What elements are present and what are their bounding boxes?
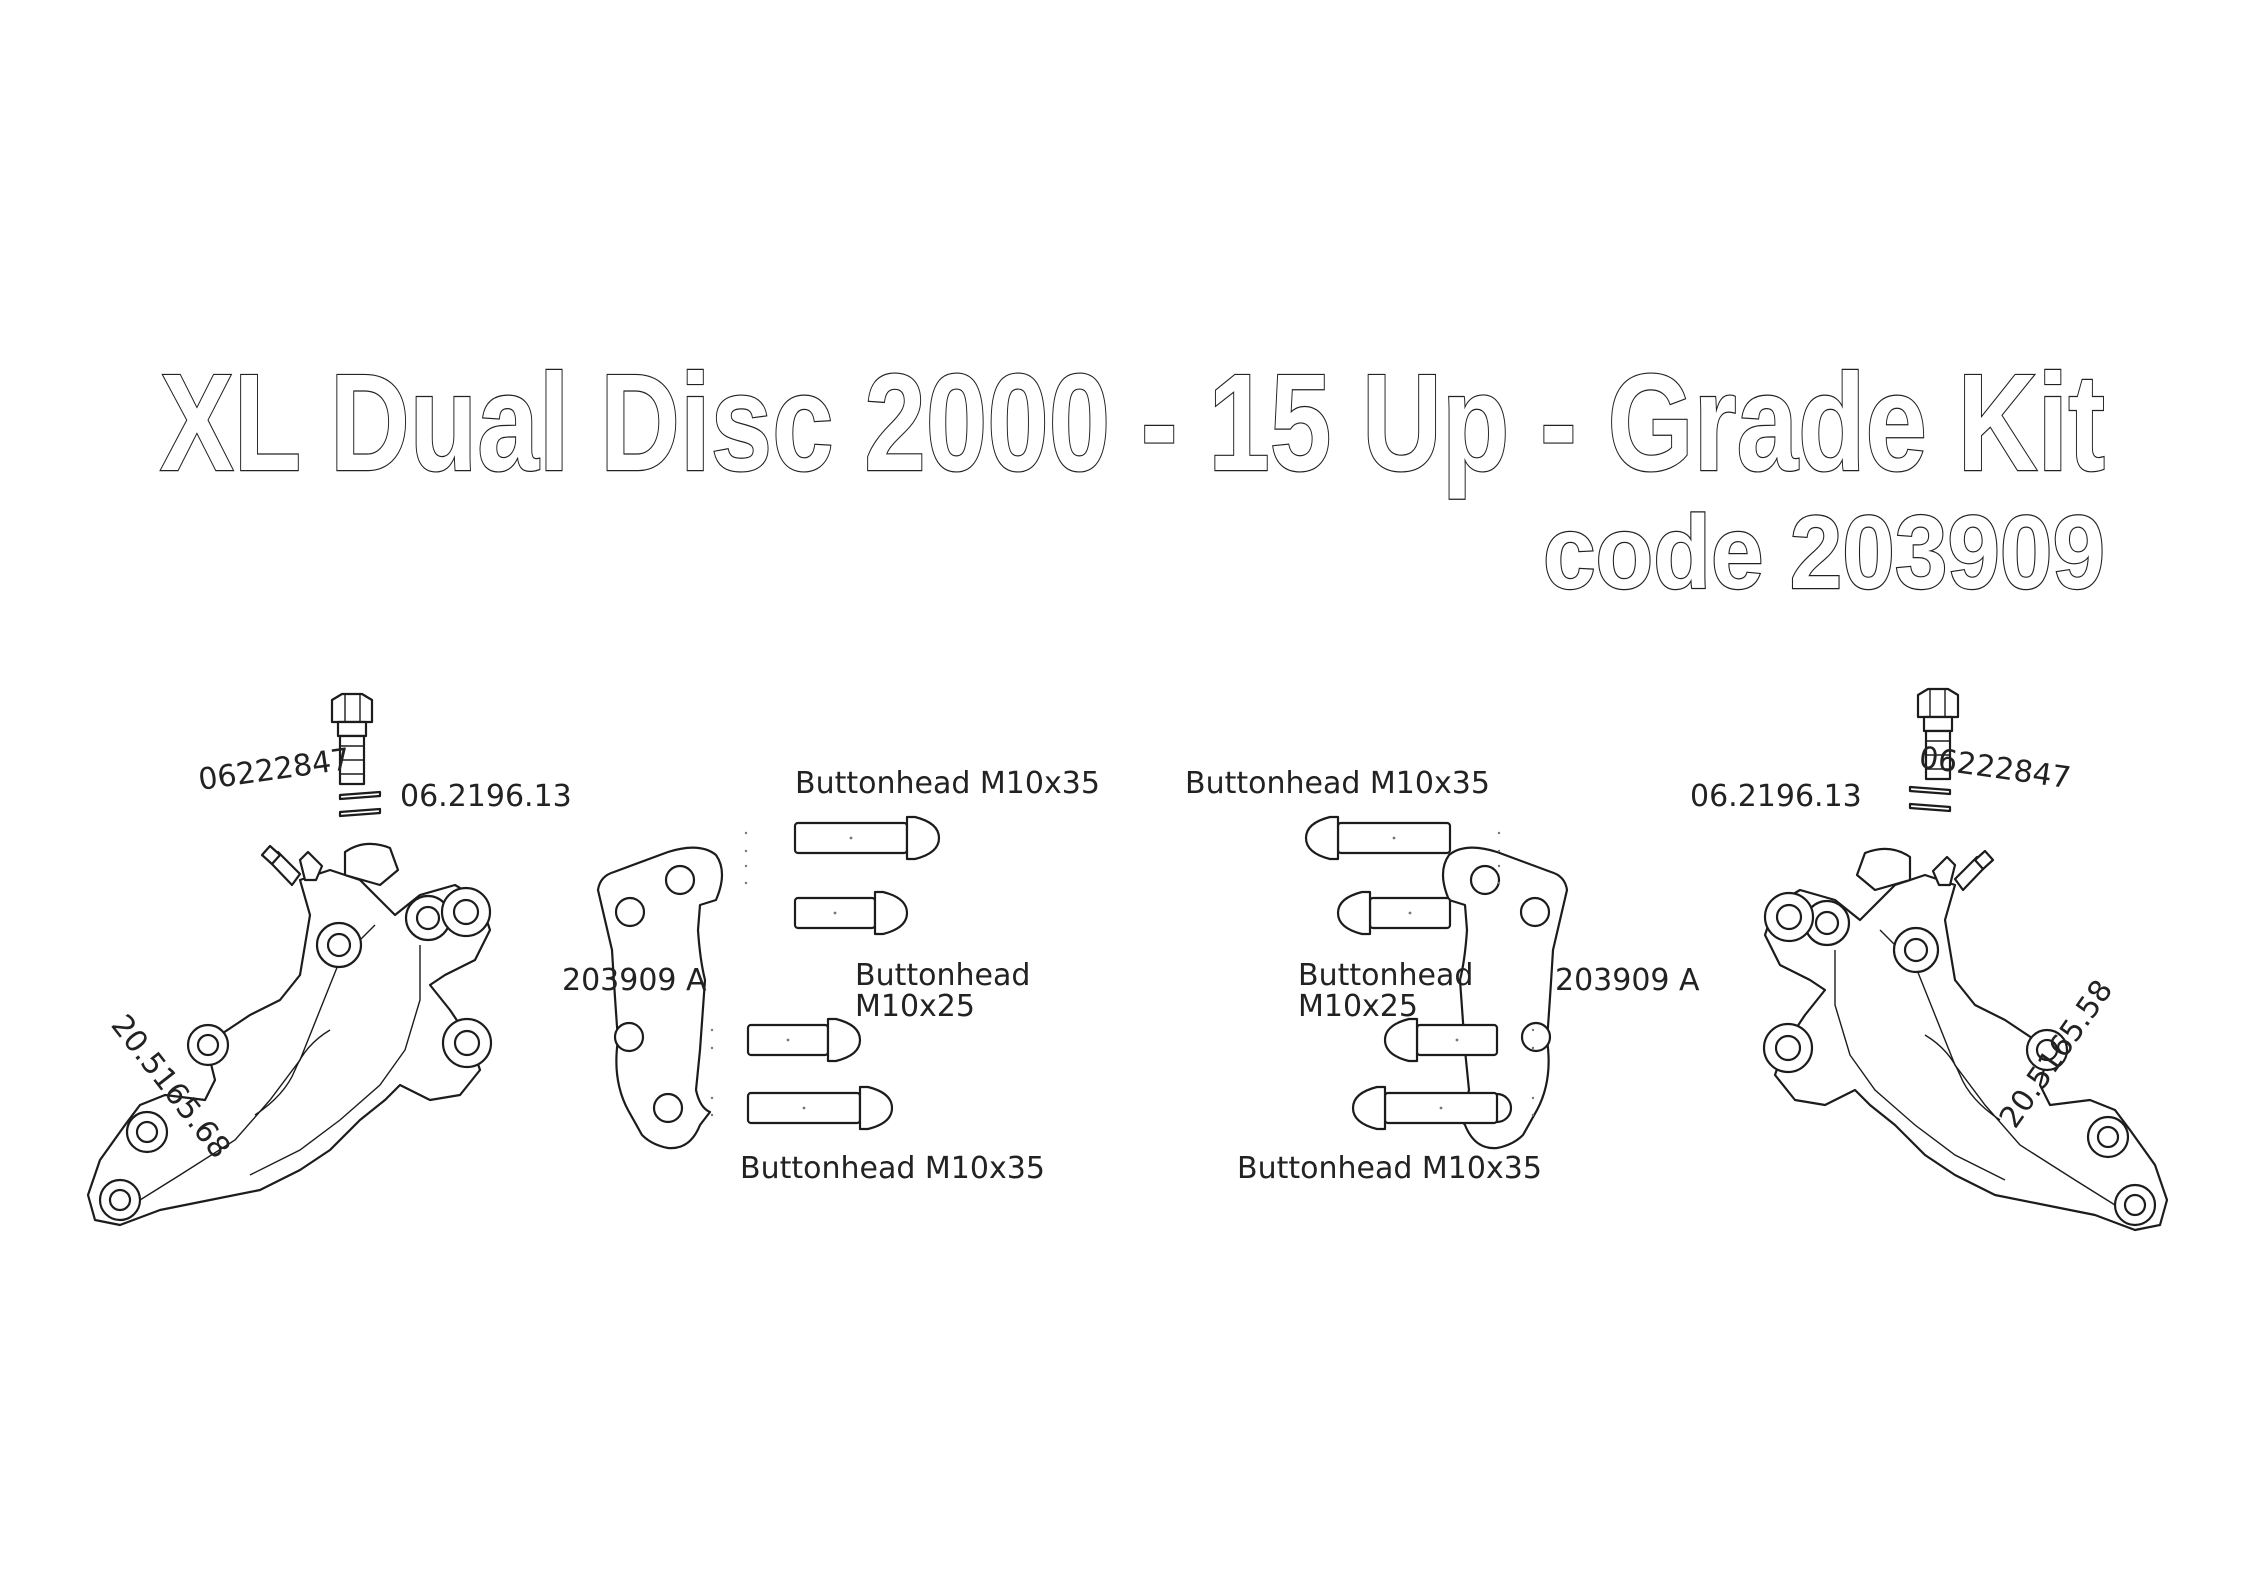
left-crush-washers <box>338 790 382 818</box>
right-bolt-mid-label-1: Buttonhead <box>1298 958 1473 993</box>
left-assembly: 06222847 06.2196.13 20.5165.68 203909 A … <box>86 692 1100 1227</box>
right-bolt-mid-b <box>1383 1017 1499 1063</box>
right-caliper <box>1762 847 2169 1232</box>
right-alignment-dots <box>1497 831 1535 1117</box>
right-bolt-top-label: Buttonhead M10x35 <box>1185 766 1490 801</box>
left-washer-code: 06.2196.13 <box>400 779 572 814</box>
right-assembly: 06222847 06.2196.13 20.5165.58 203909 A … <box>1185 687 2169 1232</box>
right-crush-washers <box>1908 785 1952 813</box>
left-bolt-mid-b <box>746 1017 862 1063</box>
left-bracket-code: 203909 A <box>562 963 707 998</box>
left-bolt-mid-label-1: Buttonhead <box>855 958 1030 993</box>
left-bolt-top-label: Buttonhead M10x35 <box>795 766 1100 801</box>
left-bolt-mid-a <box>793 890 909 936</box>
right-bolt-bottom <box>1351 1085 1499 1131</box>
kit-title: XL Dual Disc 2000 - 15 Up - Grade Kit <box>160 346 2105 500</box>
left-banjo-code: 06222847 <box>196 742 352 798</box>
left-bolt-mid-label-2: M10x25 <box>855 989 975 1024</box>
right-bolt-bottom-label: Buttonhead M10x35 <box>1237 1151 1542 1186</box>
right-banjo-code: 06222847 <box>1917 740 2073 796</box>
right-bolt-mid-a <box>1336 890 1452 936</box>
left-bolt-top <box>793 815 941 861</box>
right-bolt-mid-label-2: M10x25 <box>1298 989 1418 1024</box>
kit-code: code 203909 <box>1543 495 2105 611</box>
left-bolt-bottom <box>746 1085 894 1131</box>
left-bolt-bottom-label: Buttonhead M10x35 <box>740 1151 1045 1186</box>
left-alignment-dots <box>710 831 748 1117</box>
right-bolt-top <box>1304 815 1452 861</box>
right-bracket-code: 203909 A <box>1555 963 1700 998</box>
right-washer-code: 06.2196.13 <box>1690 779 1862 814</box>
